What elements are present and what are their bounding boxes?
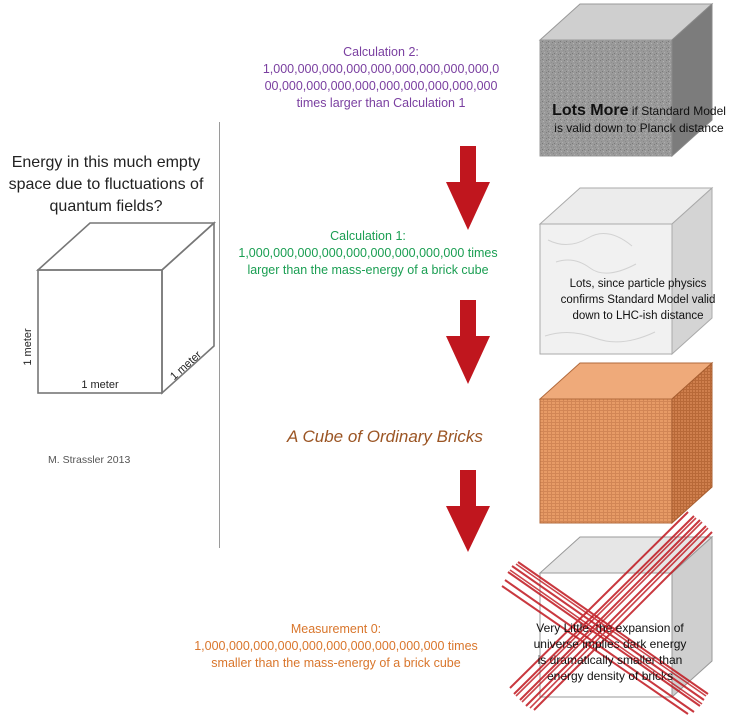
calculation-2-title: Calculation 2: — [343, 45, 419, 59]
dark-energy-cube-label: Very Little: the expansion of universe i… — [512, 620, 708, 684]
author-credit: M. Strassler 2013 — [48, 454, 131, 466]
planck-cube — [538, 2, 714, 158]
dim-right-label: 1 meter — [168, 349, 204, 383]
dark-energy-label-line3: is dramatically smaller than — [537, 653, 683, 667]
lhc-cube-label-line1: Lots, since particle physics — [569, 278, 707, 290]
dim-left-label: 1 meter — [22, 328, 34, 366]
calculation-1-line1: 1,000,000,000,000,000,000,000,000,000 ti… — [238, 246, 498, 260]
arrow-down-2 — [446, 300, 490, 384]
measurement-line1: 1,000,000,000,000,000,000,000,000,000,00… — [194, 639, 478, 653]
measurement-line2: smaller than the mass-energy of a brick … — [211, 656, 461, 670]
calculation-2-line2: 00,000,000,000,000,000,000,000,000,000 — [264, 79, 498, 93]
arrow-down-3 — [446, 470, 490, 552]
measurement-0: Measurement 0: 1,000,000,000,000,000,000… — [176, 621, 496, 672]
calculation-2-line1: 1,000,000,000,000,000,000,000,000,000,0 — [262, 62, 500, 76]
calculation-2: Calculation 2: 1,000,000,000,000,000,000… — [236, 44, 526, 112]
measurement-title: Measurement 0: — [290, 622, 382, 636]
planck-cube-label-rest: if Standard Model — [628, 104, 726, 118]
energy-question: Energy in this much empty space due to f… — [8, 154, 204, 215]
planck-cube-label: Lots More if Standard Model is valid dow… — [518, 102, 755, 137]
calculation-1-line2: larger than the mass-energy of a brick c… — [247, 263, 489, 277]
lhc-cube-label: Lots, since particle physics confirms St… — [540, 276, 736, 324]
lhc-cube-label-line2: confirms Standard Model valid — [560, 294, 716, 306]
lhc-cube-label-line3: down to LHC-ish distance — [572, 310, 704, 322]
vertical-divider — [219, 122, 220, 548]
lhc-cube — [538, 186, 714, 356]
dim-bottom-label: 1 meter — [81, 379, 119, 391]
brick-cube — [538, 361, 714, 525]
dark-energy-label-line1: Very Little: the expansion of — [536, 621, 684, 635]
planck-cube-label-line2: is valid down to Planck distance — [554, 121, 724, 135]
dark-energy-label-line4: energy density of bricks — [546, 669, 674, 683]
calculation-1: Calculation 1: 1,000,000,000,000,000,000… — [222, 228, 514, 279]
empty-space-cube — [35, 221, 217, 395]
calculation-1-title: Calculation 1: — [330, 229, 406, 243]
dark-energy-label-line2: universe implies dark energy — [533, 637, 687, 651]
calculation-2-line3: times larger than Calculation 1 — [296, 96, 466, 110]
arrow-down-1 — [446, 146, 490, 230]
brick-cube-label: A Cube of Ordinary Bricks — [287, 427, 483, 446]
planck-cube-label-bold: Lots More — [552, 102, 629, 119]
